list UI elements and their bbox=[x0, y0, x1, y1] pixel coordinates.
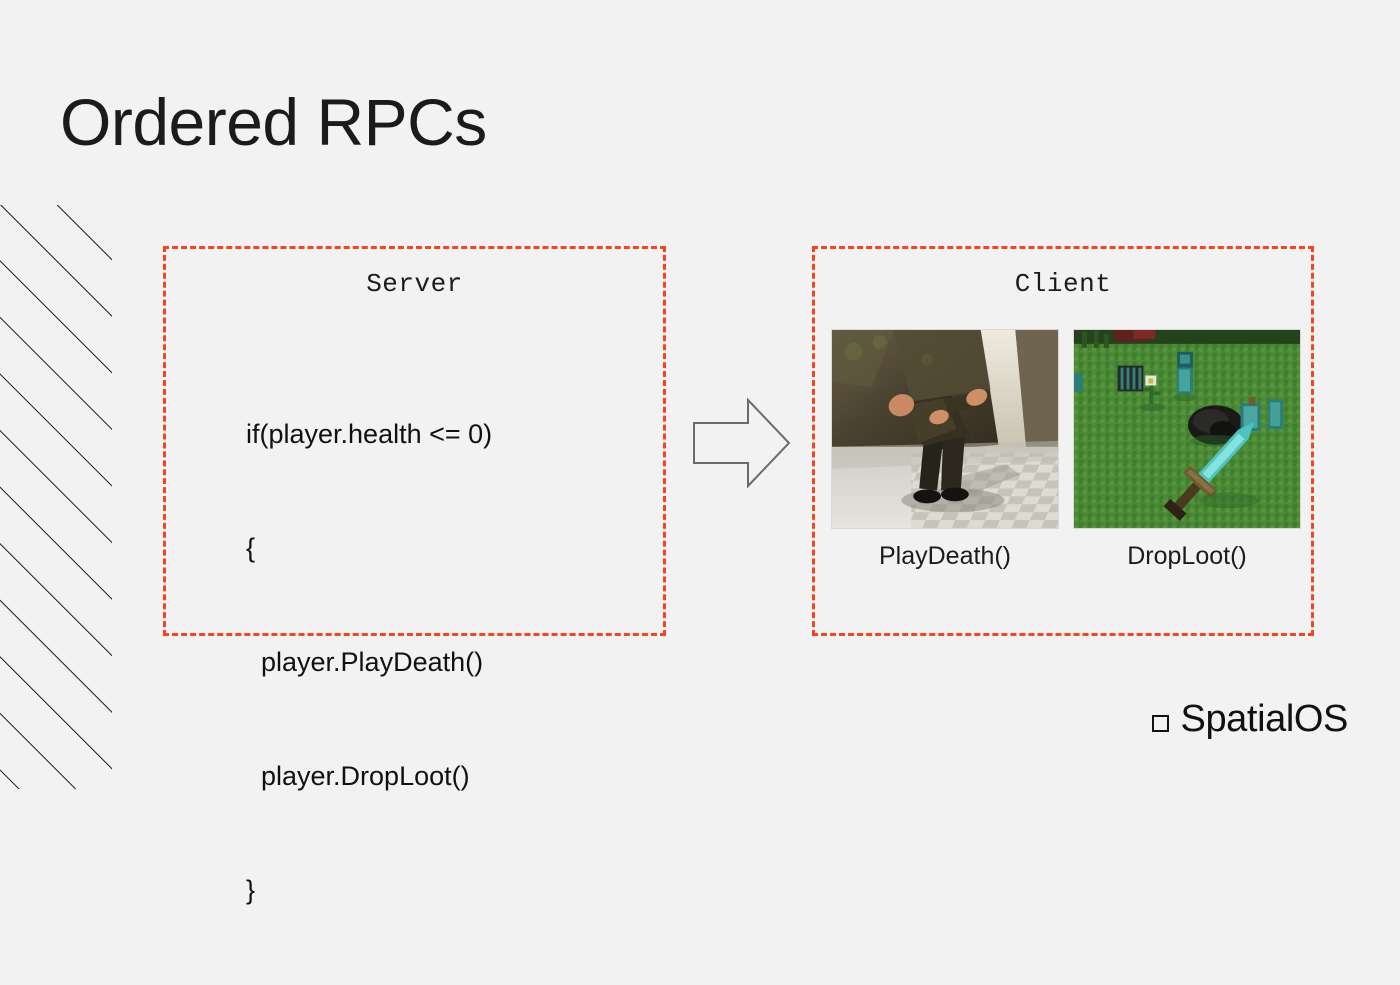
server-code-block: if(player.health <= 0) { player.PlayDeat… bbox=[246, 339, 492, 985]
brand-logo: SpatialOS bbox=[1151, 698, 1349, 741]
page-title: Ordered RPCs bbox=[60, 85, 487, 160]
client-panel-heading: Client bbox=[1014, 269, 1112, 299]
client-thumbnail-row: PlayDeath() bbox=[831, 329, 1301, 571]
code-line: player.DropLoot() bbox=[246, 761, 470, 791]
thumbnail-caption: PlayDeath() bbox=[879, 542, 1011, 570]
brand-name: SpatialOS bbox=[1180, 698, 1349, 740]
thumbnail-playdeath: PlayDeath() bbox=[831, 329, 1059, 571]
slide-canvas: Ordered RPCs Server if(player.health <= … bbox=[0, 85, 1349, 905]
thumbnail-caption: DropLoot() bbox=[1127, 542, 1247, 570]
playdeath-screenshot bbox=[831, 329, 1059, 529]
server-panel-heading: Server bbox=[366, 269, 463, 299]
droploot-screenshot bbox=[1073, 329, 1301, 529]
client-panel: Client bbox=[812, 246, 1314, 636]
code-line: player.PlayDeath() bbox=[246, 647, 484, 677]
code-line: if(player.health <= 0) bbox=[246, 419, 493, 449]
thumbnail-droploot: DropLoot() bbox=[1073, 329, 1301, 571]
code-line: { bbox=[246, 533, 256, 563]
flow-arrow-right-icon bbox=[692, 397, 792, 489]
code-line: } bbox=[246, 875, 256, 905]
square-outline-icon bbox=[1151, 715, 1169, 732]
server-panel: Server if(player.health <= 0) { player.P… bbox=[163, 246, 666, 905]
diagonal-hatch-band bbox=[0, 205, 112, 789]
